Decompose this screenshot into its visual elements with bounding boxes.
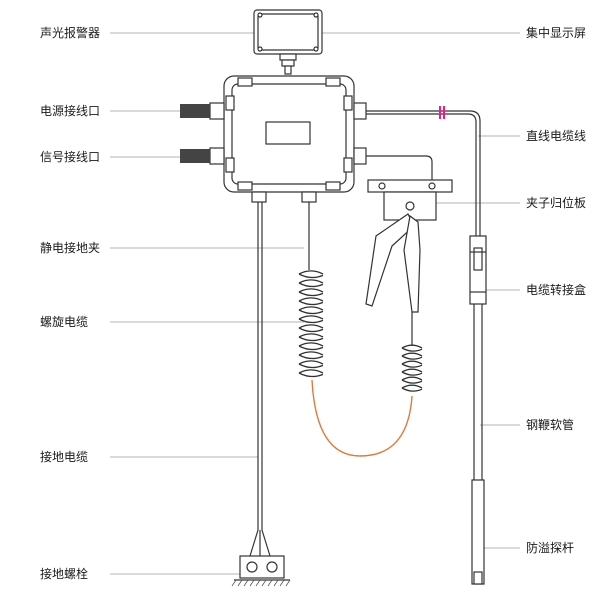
- steel-hose: [473, 304, 483, 480]
- probe-rod: [471, 479, 485, 585]
- coil-turns: [298, 270, 324, 378]
- straight-cable: [366, 106, 481, 236]
- label-signal-port: 信号接线口: [40, 150, 101, 164]
- label-steel-hose: 钢鞭软管: [526, 418, 575, 432]
- leader-lines: [110, 32, 520, 575]
- clamp-return-board: [367, 179, 453, 221]
- spiral-cable: [298, 270, 324, 378]
- spiral-cable-loop: [311, 379, 413, 457]
- inbound-cables: [180, 104, 210, 163]
- label-spiral-cable: 螺旋电缆: [40, 315, 89, 329]
- label-power-port: 电源接线口: [40, 104, 101, 118]
- label-display: 集中显示屏: [526, 26, 587, 40]
- signal-cable-route: [366, 155, 433, 180]
- cable-junction-box: [469, 235, 487, 305]
- label-junction-box: 电缆转接盒: [526, 283, 587, 297]
- ground-cable: [249, 202, 271, 557]
- clamp-spiral-cable: [401, 344, 423, 392]
- display-unit: [253, 9, 323, 75]
- ground-bolt: [231, 555, 291, 587]
- label-probe-rod: 防溢探杆: [526, 541, 575, 555]
- static-clamp: [365, 213, 421, 346]
- label-static-clamp: 静电接地夹: [40, 241, 101, 255]
- main-enclosure: [209, 75, 367, 203]
- label-clamp-board: 夹子归位板: [526, 196, 587, 210]
- label-ground-cable: 接地电缆: [40, 450, 89, 464]
- coil-turns: [401, 344, 423, 392]
- label-alarm: 声光报警器: [40, 26, 101, 40]
- label-ground-bolt: 接地螺栓: [40, 567, 89, 581]
- label-straight-cable: 直线电缆线: [526, 129, 587, 143]
